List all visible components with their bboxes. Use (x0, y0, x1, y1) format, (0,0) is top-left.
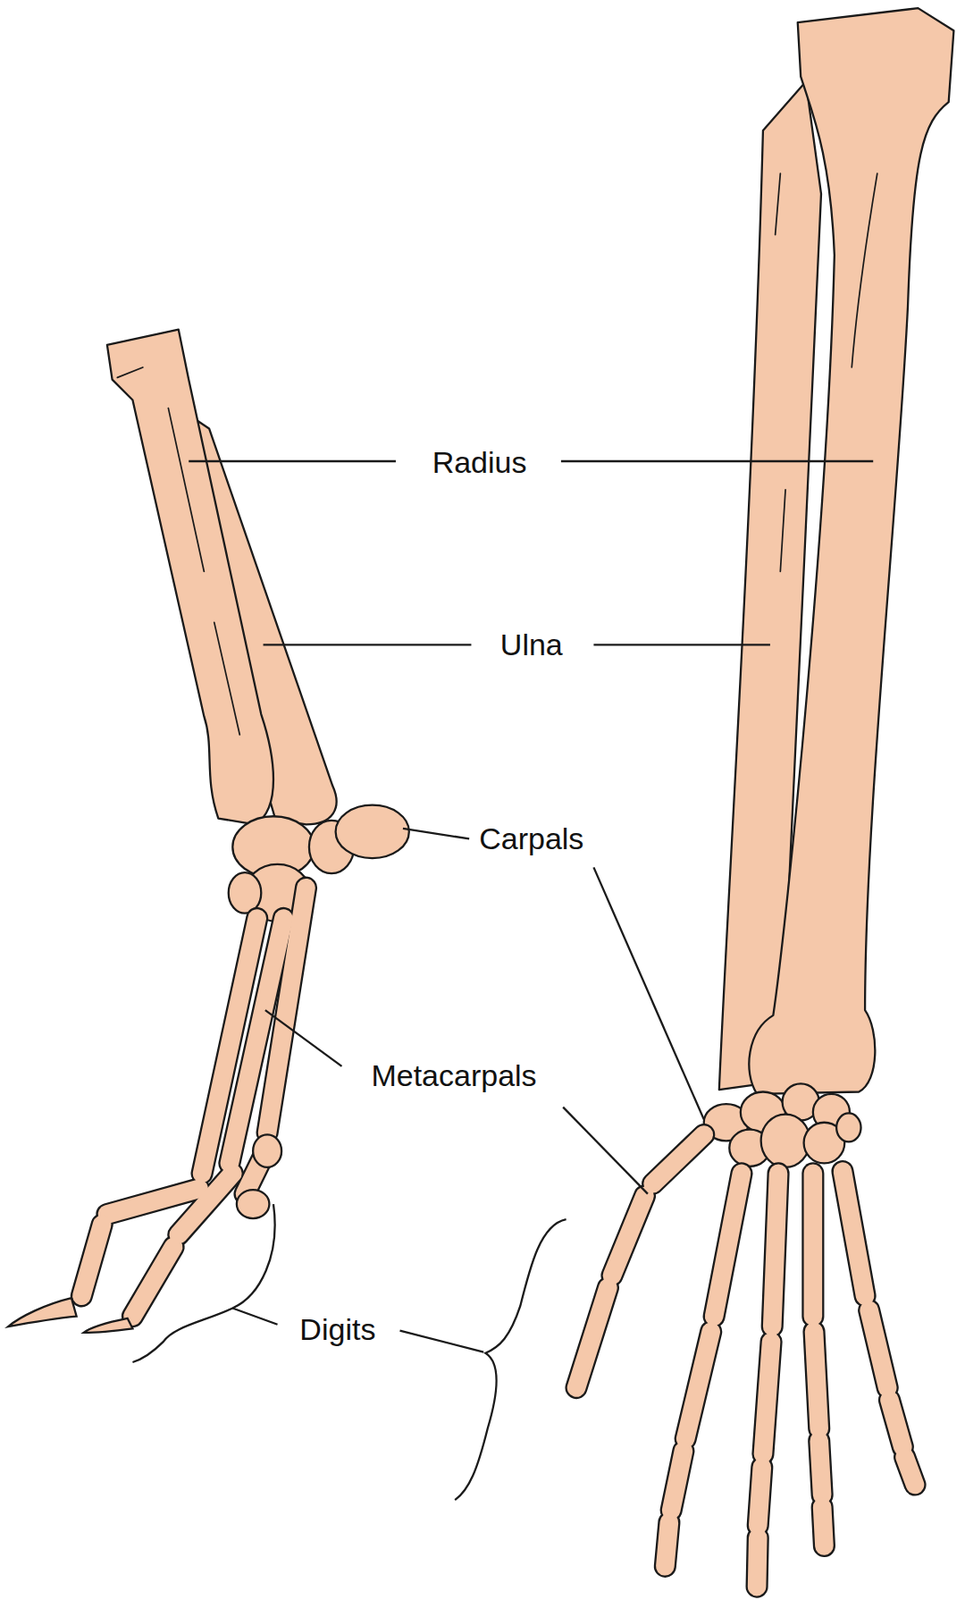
part-label: Digits (295, 1311, 379, 1347)
part-label: Ulna (496, 627, 567, 663)
part-label: Radius (428, 444, 531, 480)
part-label: Carpals (475, 821, 588, 856)
part-label: Metacarpals (367, 1057, 540, 1093)
